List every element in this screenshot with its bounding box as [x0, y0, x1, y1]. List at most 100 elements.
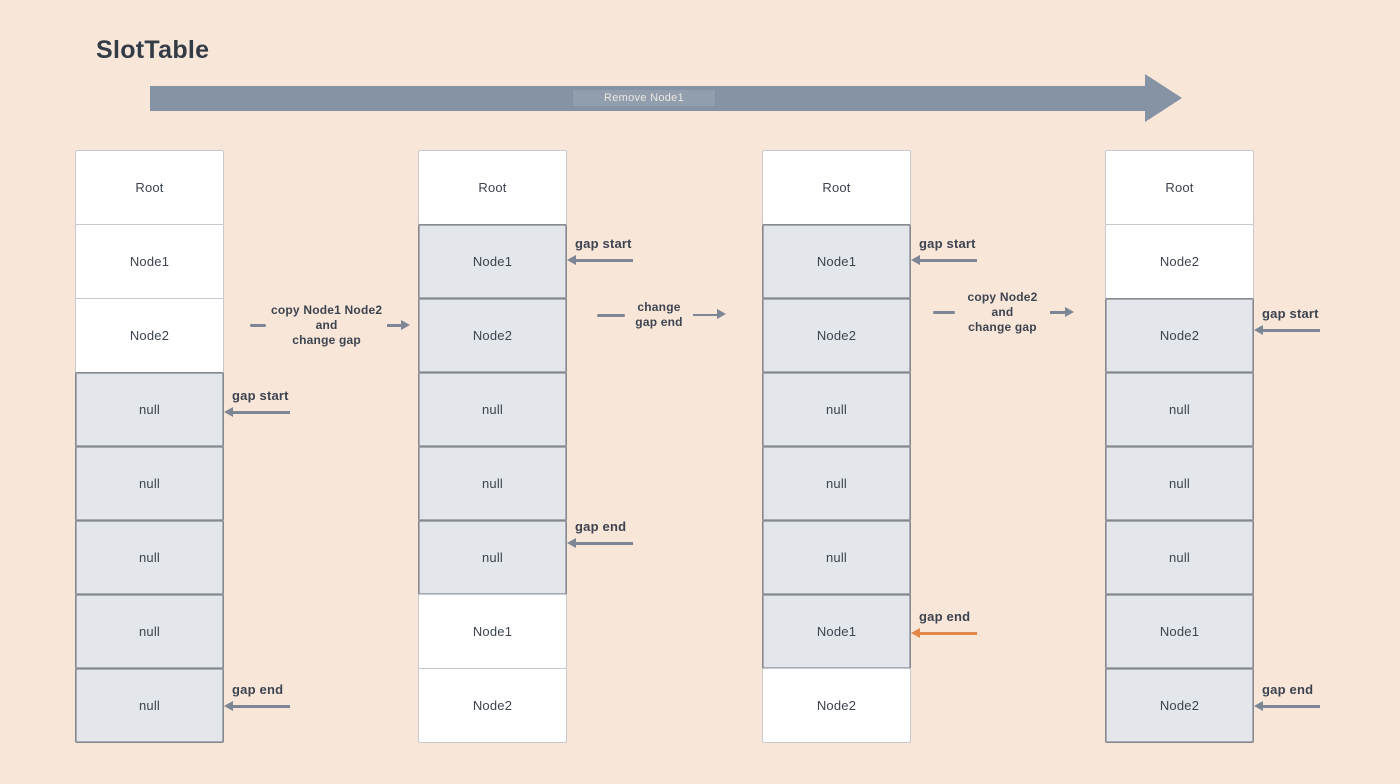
transition-line: gap end	[635, 315, 683, 329]
slot-cell-label: Node1	[816, 254, 857, 269]
gap-pointer-label: gap end	[232, 682, 284, 697]
left-arrow-icon	[1254, 325, 1320, 336]
slot-cell: Node2	[762, 668, 911, 743]
dash-icon	[933, 311, 955, 314]
transition-line: and	[315, 318, 338, 332]
gap-pointer-label: gap end	[575, 519, 627, 534]
slot-cell: null	[762, 520, 911, 595]
slot-cell: null	[762, 372, 911, 447]
gap-start-pointer-state4: gap start	[1254, 306, 1320, 336]
slot-cell-label: null	[481, 476, 504, 491]
gap-pointer-label: gap start	[575, 236, 632, 251]
slot-cell-label: Node1	[1159, 624, 1200, 639]
slot-table-state-2: Root Node1 Node2 null null null Node1 No…	[418, 150, 567, 743]
left-arrow-icon	[224, 701, 290, 712]
slot-cell: null	[1105, 520, 1254, 595]
gap-end-pointer-state1: gap end	[224, 682, 290, 712]
slot-cell: null	[75, 372, 224, 447]
gap-end-pointer-state4: gap end	[1254, 682, 1320, 712]
slot-cell-label: null	[1168, 402, 1191, 417]
slot-cell: Node1	[75, 224, 224, 299]
slot-cell-label: null	[138, 624, 161, 639]
slot-cell-label: Root	[822, 180, 851, 195]
gap-pointer-label: gap start	[919, 236, 976, 251]
gap-pointer-label: gap end	[919, 609, 971, 624]
slot-cell-label: Node1	[816, 624, 857, 639]
dash-icon	[597, 313, 625, 317]
slot-cell-label: Root	[135, 180, 164, 195]
slot-cell: Node2	[762, 298, 911, 373]
left-arrow-icon	[911, 255, 977, 266]
slot-cell: null	[1105, 446, 1254, 521]
slot-cell-label: null	[825, 402, 848, 417]
slot-cell-label: null	[825, 550, 848, 565]
right-arrowhead-icon	[1145, 74, 1182, 122]
slot-cell-label: Node1	[129, 254, 170, 269]
gap-start-pointer-state1: gap start	[224, 388, 290, 418]
slot-cell-label: null	[825, 476, 848, 491]
slot-cell-label: Node2	[472, 328, 513, 343]
transition-line: change	[637, 300, 681, 314]
slot-cell: Root	[75, 150, 224, 225]
transition-line: change gap	[292, 333, 361, 347]
slot-cell: Node2	[1105, 668, 1254, 743]
slot-cell: null	[418, 372, 567, 447]
slot-cell: Root	[418, 150, 567, 225]
right-arrow-icon	[693, 310, 726, 319]
slot-cell-label: Node2	[129, 328, 170, 343]
process-arrow-label: Remove Node1	[573, 90, 715, 106]
left-arrow-icon	[567, 538, 633, 549]
slot-cell: Node2	[1105, 298, 1254, 373]
gap-start-pointer-state2: gap start	[567, 236, 633, 266]
slot-cell-label: Node2	[1159, 328, 1200, 343]
slot-cell-label: null	[138, 476, 161, 491]
slot-cell: null	[75, 594, 224, 669]
slot-cell: null	[418, 520, 567, 595]
slot-cell: Node1	[762, 594, 911, 669]
left-arrow-icon	[567, 255, 633, 266]
gap-start-pointer-state3: gap start	[911, 236, 977, 266]
diagram-title: SlotTable	[96, 36, 210, 64]
left-arrow-icon	[224, 407, 290, 418]
slot-cell-label: Root	[478, 180, 507, 195]
transition-1: copy Node1 Node2 and change gap	[250, 303, 411, 348]
process-arrow: Remove Node1	[150, 74, 1182, 122]
left-arrow-icon	[1254, 701, 1320, 712]
transition-1-label: copy Node1 Node2 and change gap	[271, 303, 382, 348]
slot-cell-label: Node1	[472, 624, 513, 639]
slot-cell-label: null	[481, 550, 504, 565]
slot-cell-label: null	[1168, 550, 1191, 565]
slot-cell-label: null	[481, 402, 504, 417]
slot-cell: Node2	[1105, 224, 1254, 299]
left-arrow-icon	[911, 628, 977, 639]
slot-cell: Node1	[1105, 594, 1254, 669]
slot-cell: Root	[1105, 150, 1254, 225]
gap-pointer-label: gap start	[232, 388, 289, 403]
right-arrow-icon	[387, 320, 411, 329]
slot-cell: Node1	[418, 594, 567, 669]
slot-cell: null	[75, 668, 224, 743]
slot-cell-label: null	[1168, 476, 1191, 491]
transition-line: copy Node2	[967, 290, 1038, 304]
slot-cell-label: null	[138, 402, 161, 417]
slot-cell: null	[1105, 372, 1254, 447]
gap-pointer-label: gap end	[1262, 682, 1314, 697]
slot-cell-label: Node2	[1159, 254, 1200, 269]
slot-cell-label: Node1	[472, 254, 513, 269]
slot-cell-label: Node2	[1159, 698, 1200, 713]
slot-table-state-3: Root Node1 Node2 null null null Node1 No…	[762, 150, 911, 743]
slot-cell: Node2	[418, 298, 567, 373]
slot-cell: Node1	[418, 224, 567, 299]
slot-cell: Root	[762, 150, 911, 225]
dash-icon	[250, 324, 266, 327]
slot-cell: null	[418, 446, 567, 521]
slot-cell: Node2	[418, 668, 567, 743]
transition-line: change gap	[968, 320, 1037, 334]
slot-cell: null	[762, 446, 911, 521]
slot-table-state-4: Root Node2 Node2 null null null Node1 No…	[1105, 150, 1254, 743]
slot-cell-label: null	[138, 550, 161, 565]
transition-line: and	[991, 305, 1014, 319]
gap-end-pointer-state3-highlighted: gap end	[911, 609, 977, 639]
slot-cell-label: Node2	[816, 698, 857, 713]
